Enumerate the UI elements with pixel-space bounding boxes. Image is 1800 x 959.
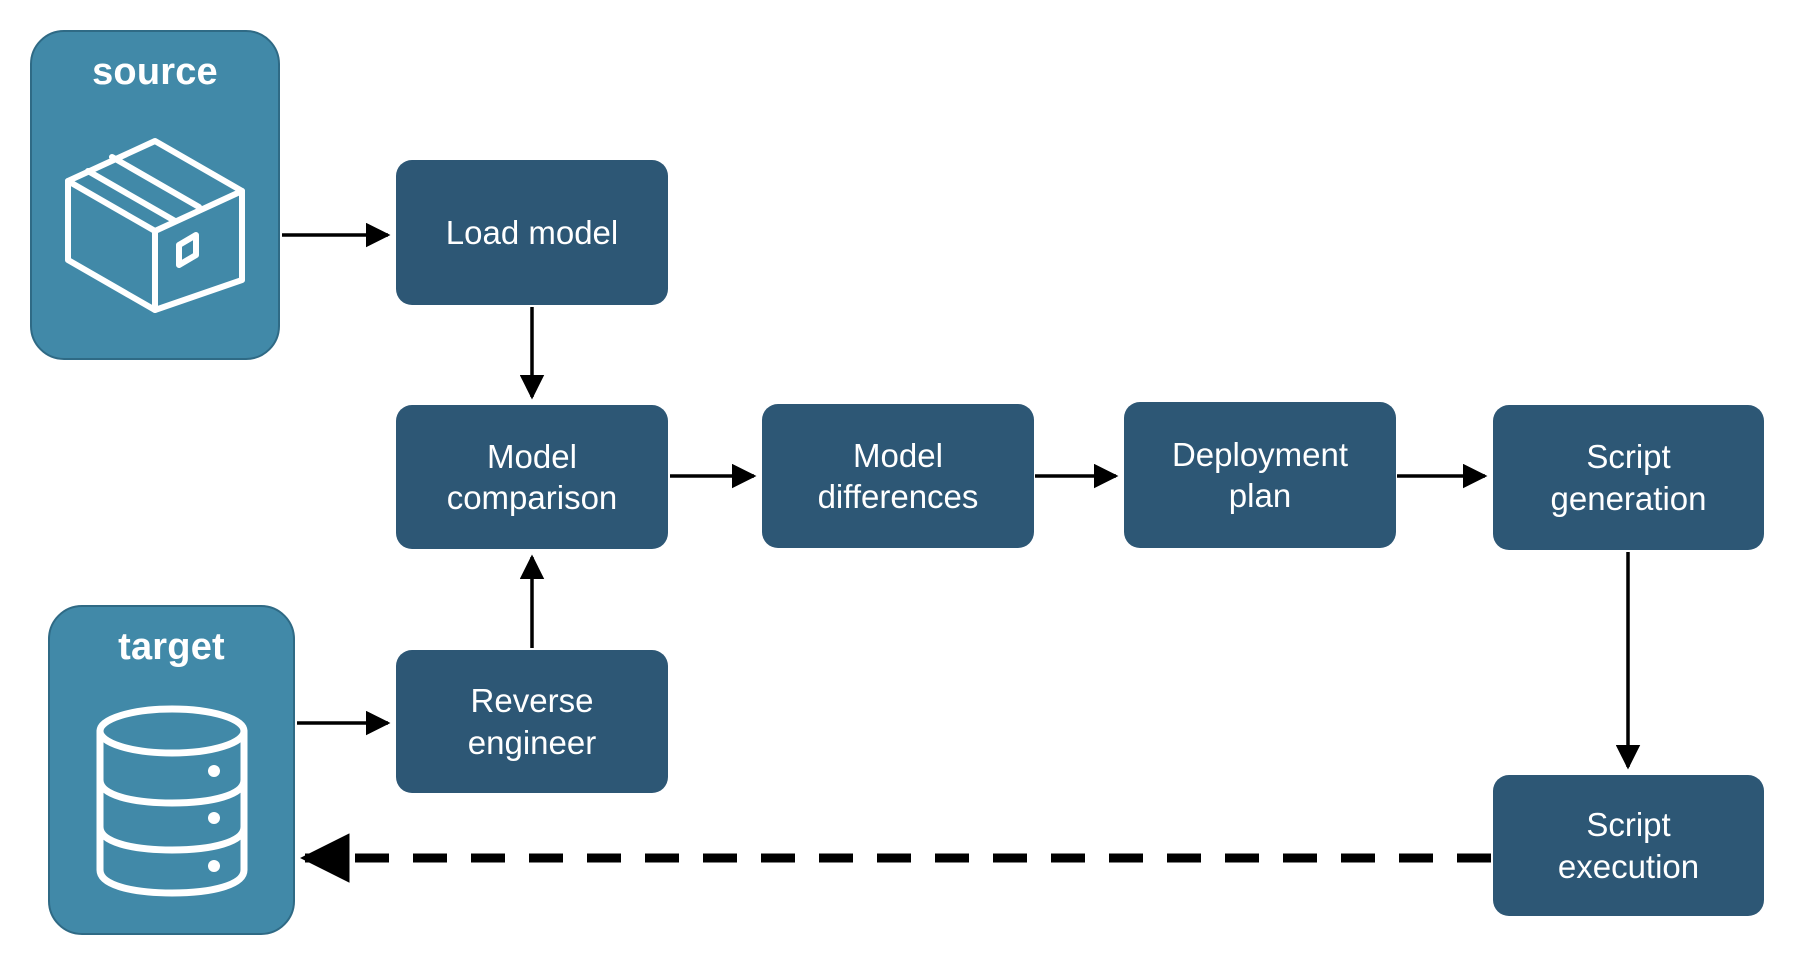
target-label: target xyxy=(118,626,225,668)
process-label-script-generation: Script generation xyxy=(1550,438,1707,517)
source-endpoint-node[interactable]: source xyxy=(30,30,280,360)
process-node-load-model[interactable]: Load model xyxy=(396,160,668,305)
process-label-model-differences: Model differences xyxy=(817,436,979,515)
process-label-model-comparison: Model comparison xyxy=(446,437,618,516)
source-label: source xyxy=(92,51,218,93)
process-node-deployment-plan[interactable]: Deployment plan xyxy=(1124,402,1396,548)
target-endpoint-node[interactable]: target xyxy=(48,605,295,935)
package-box-icon xyxy=(32,94,278,358)
process-node-reverse-engineer[interactable]: Reverse engineer xyxy=(396,650,668,793)
process-node-model-comparison[interactable]: Model comparison xyxy=(396,405,668,549)
process-node-script-generation[interactable]: Script generation xyxy=(1493,405,1764,550)
process-label-script-execution: Script execution xyxy=(1557,806,1700,885)
process-label-reverse-engineer: Reverse engineer xyxy=(467,682,597,761)
database-cylinder-icon xyxy=(50,669,293,933)
process-node-model-differences[interactable]: Model differences xyxy=(762,404,1034,548)
process-label-load-model: Load model xyxy=(445,213,619,251)
process-label-deployment-plan: Deployment plan xyxy=(1171,435,1349,514)
process-node-script-execution[interactable]: Script execution xyxy=(1493,775,1764,916)
